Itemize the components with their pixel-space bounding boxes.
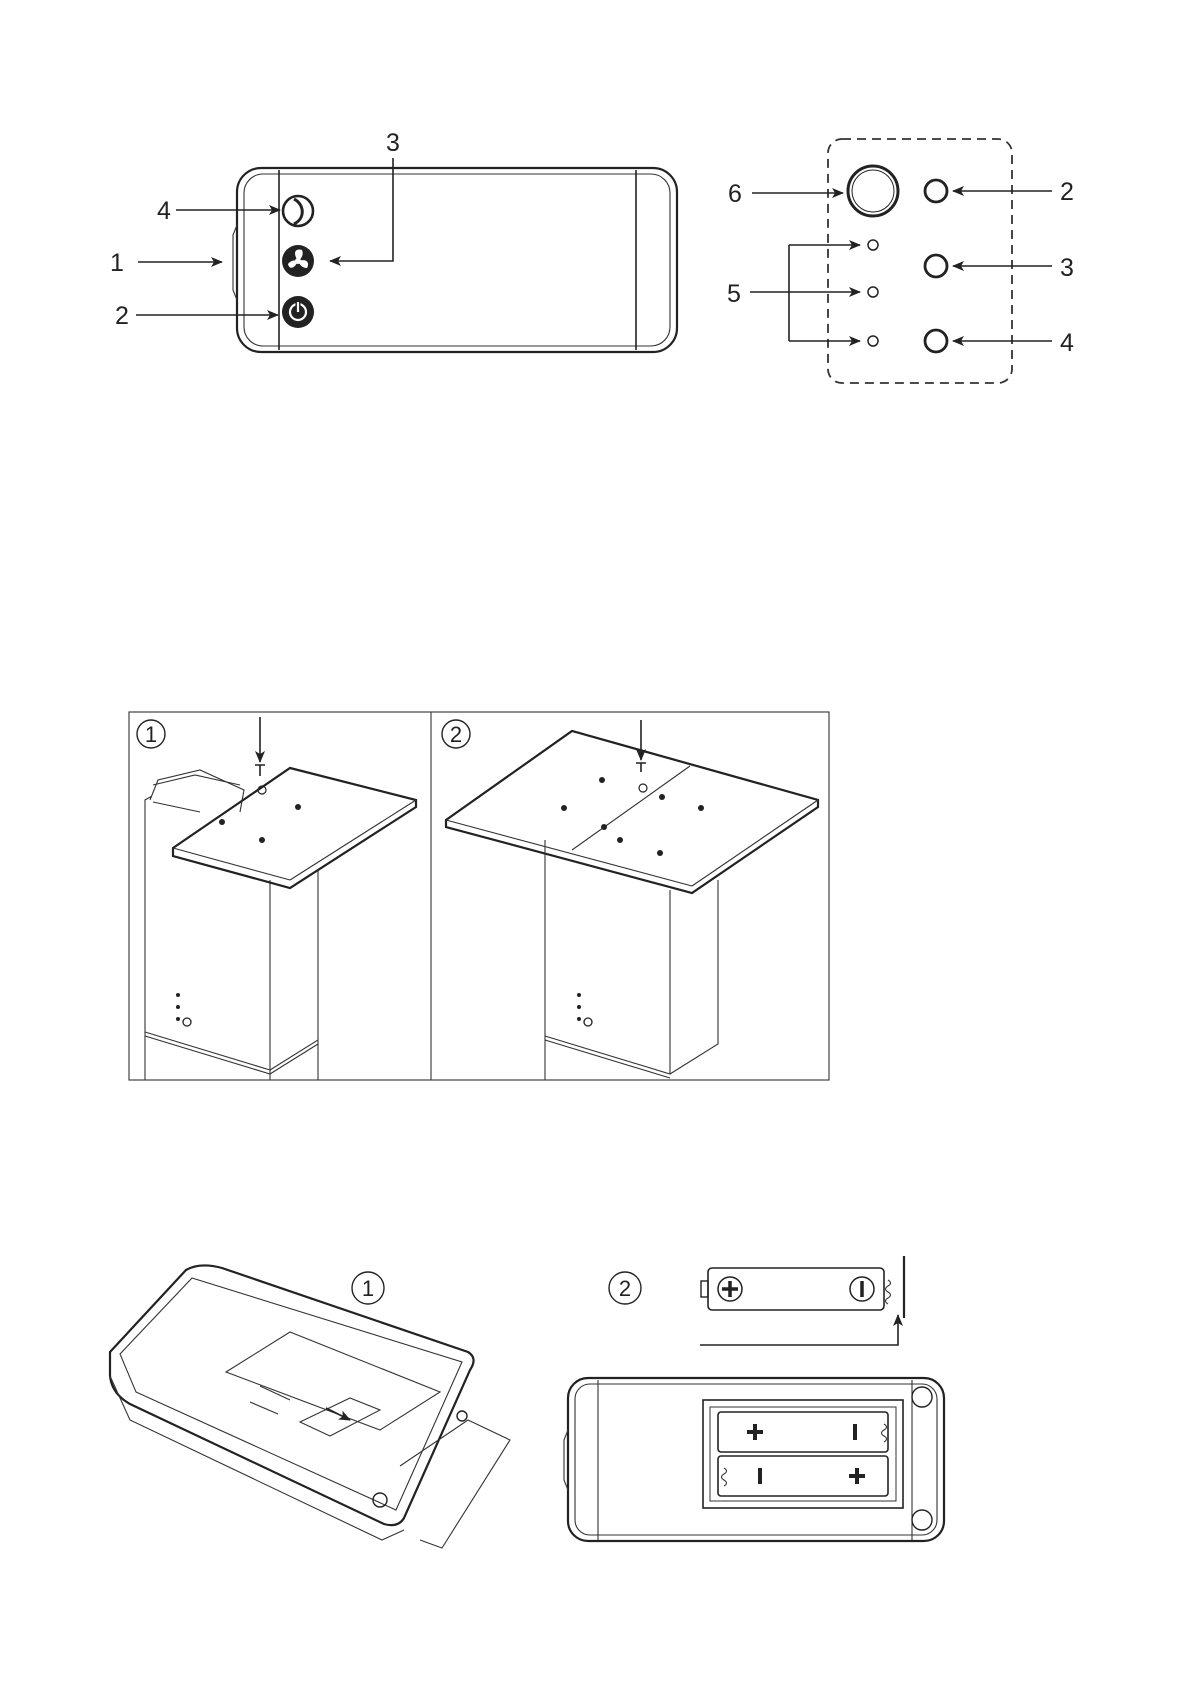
power-icon <box>282 296 314 328</box>
remote-front-figure: 4 1 2 3 <box>110 129 677 352</box>
spring-icon <box>886 1280 891 1304</box>
mount-step-2-label: 2 <box>450 722 462 747</box>
callout-4-label: 4 <box>1060 329 1074 357</box>
plus-icon <box>718 1277 742 1301</box>
battery-step-2-label: 2 <box>619 1276 631 1301</box>
callout-2-label: 2 <box>115 302 129 330</box>
panel-mount-figure: 1 2 <box>129 712 829 1080</box>
callout-4-label: 4 <box>157 197 171 225</box>
callout-1-label: 1 <box>110 249 124 277</box>
control-panel-figure: 6 2 5 3 4 <box>727 139 1074 383</box>
remote-back <box>564 1378 944 1541</box>
panel-outline <box>828 139 1012 383</box>
indicator-light <box>868 240 878 250</box>
callout-5-label: 5 <box>727 280 741 308</box>
mount-step-1-label: 1 <box>145 722 157 747</box>
callout-6-label: 6 <box>728 180 742 208</box>
flame-icon <box>283 196 313 226</box>
mount-frame <box>129 712 829 1080</box>
battery-step-1-label: 1 <box>362 1276 374 1301</box>
indicator-light <box>868 287 878 297</box>
battery-install-figure: 1 2 <box>110 1256 944 1548</box>
callout-2-label: 2 <box>1060 178 1074 206</box>
main-power-button <box>848 166 898 216</box>
fan-icon <box>282 245 314 277</box>
callout-3-label: 3 <box>1060 254 1074 282</box>
callout-3-label: 3 <box>386 129 400 157</box>
battery-compartment <box>703 1400 903 1508</box>
minus-icon <box>850 1277 874 1301</box>
indicator-light <box>868 336 878 346</box>
loose-battery <box>700 1256 904 1345</box>
